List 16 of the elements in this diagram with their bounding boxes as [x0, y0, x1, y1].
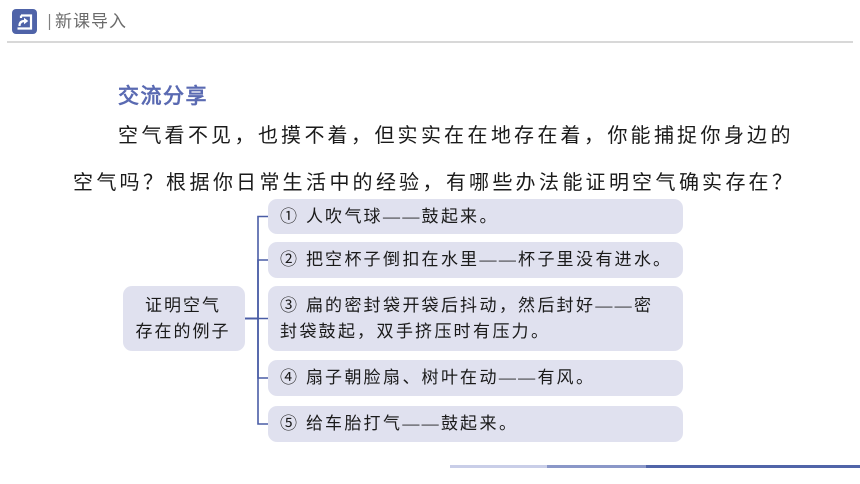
connector-line: [245, 318, 268, 425]
section-heading: 交流分享: [118, 83, 208, 110]
node-text: ② 把空杯子倒扣在水里——杯子里没有进水。: [280, 249, 674, 271]
header-title: 新课导入: [55, 11, 127, 33]
node-text: ① 人吹气球——鼓起来。: [280, 206, 500, 228]
node-text: ⑤ 给车胎打气——鼓起来。: [280, 413, 520, 435]
example-box: [268, 406, 683, 442]
example-box: [268, 286, 683, 351]
node-text: ③ 扁的密封袋开袋后抖动，然后封好——密封袋鼓起，双手挤压时有压力。: [280, 294, 654, 342]
node-text: ④ 扇子朝脸扇、树叶在动——有风。: [280, 367, 596, 389]
example-box: [268, 199, 683, 234]
example-box: [268, 360, 683, 396]
example-box: [268, 242, 683, 278]
node-text: 证明空气存在的例子: [136, 294, 232, 342]
topic-box: [123, 286, 245, 351]
question-paragraph: 空气看不见，也摸不着，但实实在在地存在着，你能捕捉你身边的空气吗？根据你日常生活中的经验，有哪些办法能证明空气确实存在？: [73, 124, 796, 196]
